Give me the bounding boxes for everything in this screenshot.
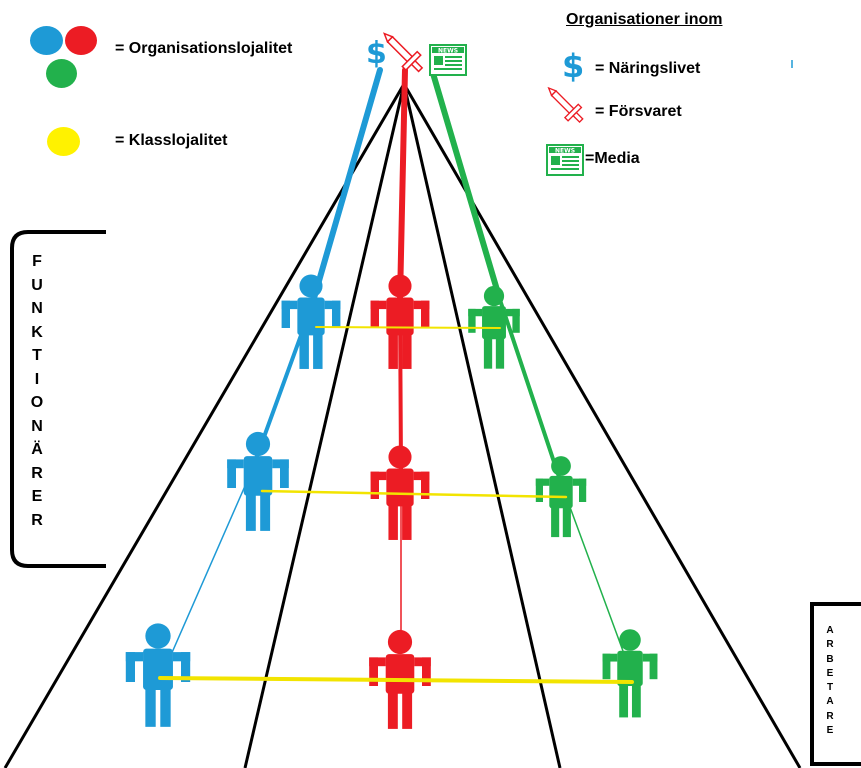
media-line-low bbox=[559, 479, 631, 671]
sword-icon bbox=[547, 86, 584, 124]
legend-title: Organisationer inom bbox=[566, 11, 723, 28]
workers-bracket bbox=[810, 602, 861, 766]
newspaper-icon: NEWS bbox=[546, 144, 584, 176]
media-line-top bbox=[429, 67, 503, 303]
vertical-letter: R bbox=[826, 639, 834, 651]
vertical-letter: E bbox=[31, 488, 43, 505]
blue-dot bbox=[30, 26, 63, 55]
dollar-icon: $ bbox=[366, 36, 387, 71]
row-bottom bbox=[125, 623, 658, 729]
media-label: =Media bbox=[585, 150, 640, 167]
vertical-letter: F bbox=[32, 253, 42, 270]
vertical-letter: N bbox=[31, 417, 43, 435]
vertical-letter: A bbox=[826, 625, 834, 636]
news-label: NEWS bbox=[555, 148, 575, 155]
defense-line-top bbox=[397, 67, 408, 303]
vertical-letter: B bbox=[826, 653, 834, 665]
red-dot bbox=[65, 26, 97, 55]
newspaper-icon: NEWS bbox=[429, 44, 467, 76]
vertical-letter: T bbox=[32, 347, 42, 364]
vertical-letter: E bbox=[826, 667, 834, 679]
vertical-letter: N bbox=[31, 300, 43, 317]
defense-label: = Försvaret bbox=[595, 103, 682, 120]
vertical-letter: R bbox=[826, 710, 834, 722]
vertical-letter: O bbox=[30, 394, 44, 411]
person-icon bbox=[281, 274, 341, 369]
green-dot bbox=[46, 59, 77, 88]
officials-bracket bbox=[10, 230, 106, 568]
vertical-letter: R bbox=[31, 464, 43, 482]
yellow-dot bbox=[47, 127, 80, 156]
class-loyalty-label: = Klasslojalitet bbox=[115, 132, 228, 149]
vertical-letter: R bbox=[31, 511, 43, 529]
person-icon bbox=[602, 629, 658, 718]
row-middle bbox=[227, 431, 587, 540]
dollar-icon: $ bbox=[562, 47, 585, 85]
vertical-letter: Ä bbox=[31, 441, 43, 458]
business-line-top bbox=[309, 67, 383, 308]
vertical-letter: T bbox=[826, 682, 834, 694]
vertical-letter: A bbox=[826, 696, 834, 708]
sword-icon bbox=[382, 32, 424, 73]
vertical-letter: K bbox=[31, 323, 43, 341]
news-label: NEWS bbox=[438, 48, 458, 55]
business-label: = Näringslivet bbox=[595, 60, 701, 77]
person-icon bbox=[125, 623, 191, 727]
org-loyalty-label: = Organisationslojalitet bbox=[115, 40, 293, 57]
media-line-mid bbox=[498, 298, 562, 482]
vertical-letter: U bbox=[31, 276, 43, 294]
vertical-letter: E bbox=[826, 725, 834, 737]
person-icon bbox=[227, 431, 289, 531]
class-loyalty-lines bbox=[158, 326, 634, 684]
business-line-low bbox=[159, 469, 253, 681]
vertical-letter: I bbox=[34, 370, 40, 388]
